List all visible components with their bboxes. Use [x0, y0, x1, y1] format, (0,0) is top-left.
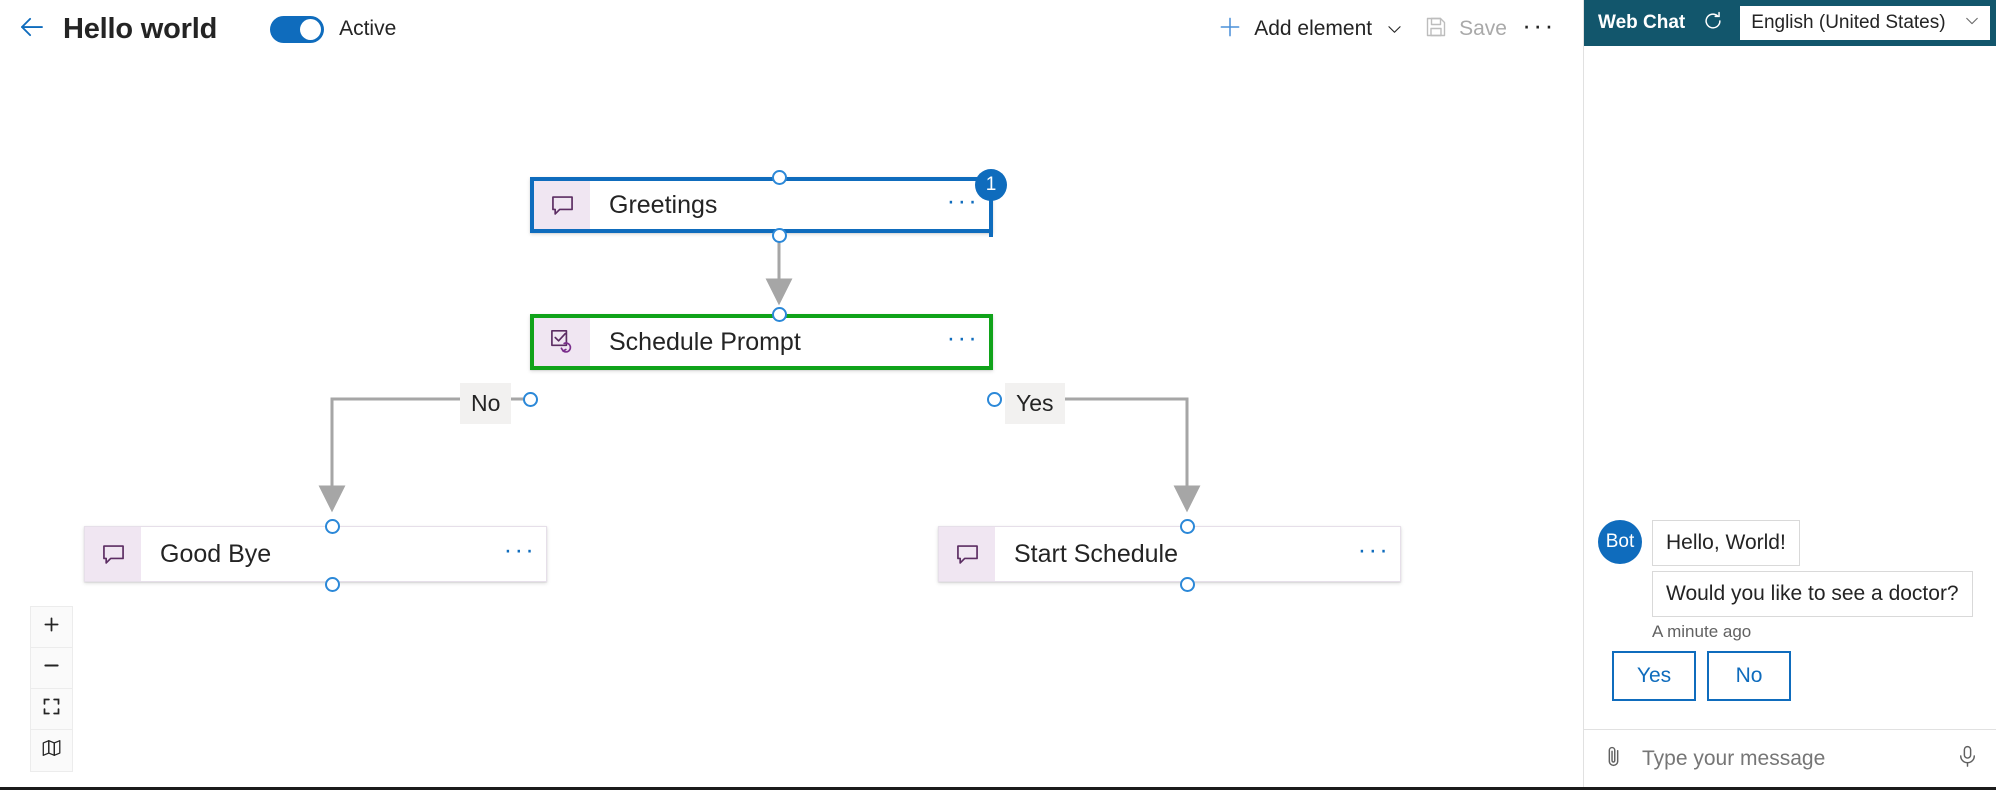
- chevron-down-icon[interactable]: [1385, 20, 1404, 39]
- chat-message-input[interactable]: [1630, 746, 1950, 771]
- language-select[interactable]: English (United States): [1740, 6, 1990, 40]
- minus-icon: [41, 655, 62, 681]
- web-chat-title: Web Chat: [1598, 12, 1686, 33]
- fit-to-screen-button[interactable]: [31, 689, 72, 730]
- plus-icon: [1217, 14, 1243, 45]
- zoom-in-button[interactable]: [31, 607, 72, 648]
- message-bubble: Hello, World!: [1652, 519, 1800, 566]
- chat-message: Would you like to see a doctor?: [1598, 570, 1982, 617]
- branch-label-yes: Yes: [1005, 383, 1065, 424]
- plus-icon: [41, 614, 62, 640]
- node-title: Start Schedule: [1014, 539, 1178, 568]
- port-schedule-top[interactable]: [772, 307, 787, 322]
- web-chat-transcript[interactable]: Bot Hello, World! Would you like to see …: [1584, 46, 1996, 729]
- mini-map-button[interactable]: [31, 730, 72, 771]
- topic-canvas[interactable]: No Yes Greetings ··· 1: [0, 58, 1583, 787]
- save-label: Save: [1459, 17, 1507, 40]
- back-button[interactable]: [10, 7, 54, 51]
- node-menu-button[interactable]: ···: [1357, 535, 1391, 564]
- port-goodbye-top[interactable]: [325, 519, 340, 534]
- node-title: Greetings: [609, 190, 718, 219]
- port-startschedule-top[interactable]: [1180, 519, 1195, 534]
- node-greetings[interactable]: Greetings ···: [530, 177, 993, 233]
- chat-message: Bot Hello, World!: [1598, 519, 1982, 566]
- port-greetings-top[interactable]: [772, 170, 787, 185]
- zoom-out-button[interactable]: [31, 648, 72, 689]
- avatar: Bot: [1598, 519, 1642, 564]
- message-bubble-icon: [85, 527, 141, 581]
- suggested-action-yes[interactable]: Yes: [1612, 651, 1696, 701]
- question-checkbox-icon: [534, 318, 590, 366]
- branch-label-no: No: [460, 383, 512, 424]
- more-commands-button[interactable]: ···: [1522, 9, 1556, 40]
- topic-active-toggle-group: Active: [270, 15, 397, 43]
- message-list: Bot Hello, World! Would you like to see …: [1584, 519, 1996, 730]
- command-bar-actions: Add element Save ···: [1207, 7, 1583, 51]
- page-title: Hello world: [63, 12, 218, 45]
- node-title: Schedule Prompt: [609, 327, 801, 356]
- web-chat-panel: Web Chat English (United States): [1583, 0, 1996, 787]
- port-goodbye-bottom[interactable]: [325, 577, 340, 592]
- node-menu-button[interactable]: ···: [946, 186, 980, 215]
- refresh-button[interactable]: [1698, 8, 1728, 38]
- port-greetings-bottom[interactable]: [772, 228, 787, 243]
- message-bubble: Would you like to see a doctor?: [1652, 570, 1973, 617]
- port-schedule-left-no[interactable]: [523, 392, 538, 407]
- fit-screen-icon: [41, 696, 62, 722]
- connector-layer: [318, 235, 1201, 513]
- toggle-knob: [300, 18, 322, 40]
- node-start-schedule[interactable]: Start Schedule ···: [938, 526, 1401, 582]
- port-startschedule-bottom[interactable]: [1180, 577, 1195, 592]
- port-schedule-right-yes[interactable]: [987, 392, 1002, 407]
- topic-active-toggle[interactable]: [270, 15, 325, 43]
- node-good-bye[interactable]: Good Bye ···: [84, 526, 547, 582]
- microphone-icon: [1955, 744, 1980, 774]
- save-disk-icon: [1424, 15, 1448, 44]
- canvas-zoom-controls: [30, 606, 73, 772]
- node-title: Good Bye: [160, 539, 272, 568]
- node-badge-count[interactable]: 1: [975, 169, 1007, 201]
- refresh-icon: [1702, 10, 1724, 37]
- microphone-button[interactable]: [1950, 742, 1984, 776]
- save-button[interactable]: Save: [1414, 7, 1517, 51]
- chat-input-bar: [1584, 729, 1996, 787]
- message-timestamp: A minute ago: [1652, 622, 1752, 641]
- add-element-label: Add element: [1254, 17, 1373, 40]
- message-bubble-icon: [939, 527, 995, 581]
- paperclip-icon: [1601, 744, 1626, 774]
- badge-stem: [989, 193, 993, 237]
- arrow-left-icon: [17, 12, 47, 47]
- web-chat-header: Web Chat English (United States): [1584, 0, 1996, 46]
- attach-file-button[interactable]: [1596, 742, 1630, 776]
- command-bar: Hello world Active Add element: [0, 0, 1583, 58]
- node-menu-button[interactable]: ···: [946, 323, 980, 352]
- toggle-state-label: Active: [339, 17, 397, 40]
- node-schedule-prompt[interactable]: Schedule Prompt ···: [530, 314, 993, 370]
- suggested-action-no[interactable]: No: [1707, 651, 1791, 701]
- suggested-actions: Yes No: [1598, 651, 1982, 701]
- chevron-down-icon: [1963, 12, 1981, 35]
- avatar-spacer: [1598, 571, 1642, 615]
- language-value: English (United States): [1751, 12, 1946, 33]
- message-bubble-icon: [534, 181, 590, 229]
- node-menu-button[interactable]: ···: [503, 535, 537, 564]
- add-element-button[interactable]: Add element: [1207, 7, 1414, 51]
- map-icon: [41, 737, 63, 764]
